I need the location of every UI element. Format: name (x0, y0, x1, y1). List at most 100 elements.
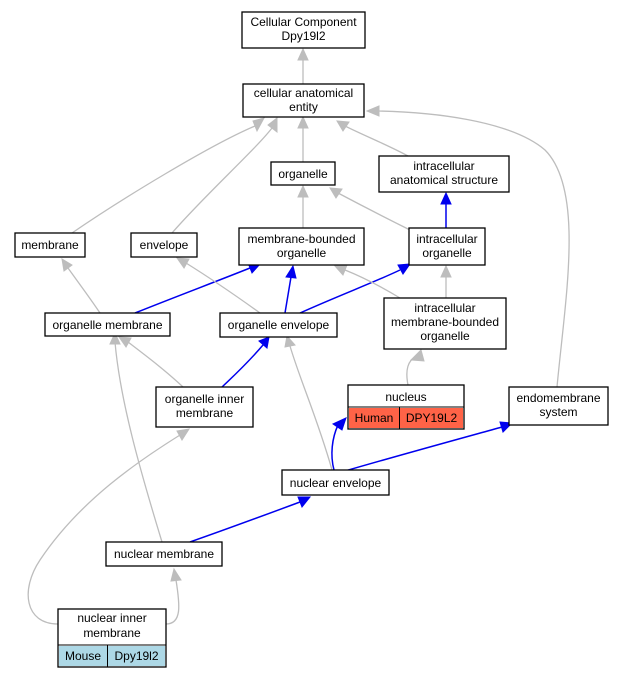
node-label: organelle inner (165, 392, 244, 406)
node-label: intracellular (416, 232, 477, 246)
edge-io-organelle (337, 192, 411, 231)
edge-ias-cae (344, 125, 409, 157)
edge-oim-om (127, 341, 184, 388)
arrow-mbo-organelle (297, 184, 309, 198)
nodes: Cellular Component Dpy19l2 cellular anat… (14, 11, 609, 668)
arrow-nim-nm (170, 567, 182, 582)
node-label: membrane (83, 626, 141, 640)
node-label: membrane-bounded (391, 315, 499, 329)
edge-oe-mbo (284, 276, 292, 314)
node-label: system (539, 405, 577, 419)
edges (27, 47, 570, 625)
node-label: organelle (422, 246, 472, 260)
node-nuclear-inner-membrane[interactable]: nuclear inner membrane Mouse Dpy19l2 (57, 608, 167, 668)
node-nuclear-envelope[interactable]: nuclear envelope (281, 469, 390, 496)
arrow-nucleus-imbo (409, 349, 425, 362)
annotation-gene-cell (108, 646, 165, 666)
node-label: organelle (278, 167, 328, 181)
annotation-gene: DPY19L2 (406, 411, 458, 425)
node-cellular-anatomical-entity[interactable]: cellular anatomical entity (242, 83, 365, 118)
arrow-io-organelle (329, 187, 343, 199)
edge-om-membrane (67, 267, 101, 314)
arrow-oe-io (397, 263, 412, 275)
arrow-cae-root (297, 47, 309, 61)
annotation-gene-cell (400, 408, 463, 428)
arrow-oim-om (117, 336, 132, 348)
node-label: organelle (420, 329, 470, 343)
edge-nim-nm (165, 579, 180, 625)
arrow-nim-oim (176, 428, 191, 441)
edge-ne-ems (344, 426, 503, 472)
annotation-species: Human (355, 411, 394, 425)
edge-nm-om (114, 341, 163, 543)
arrow-nm-om (109, 331, 121, 345)
node-organelle-envelope[interactable]: organelle envelope (219, 312, 338, 338)
node-organelle[interactable]: organelle (270, 161, 336, 186)
node-label: intracellular (414, 301, 475, 315)
node-label: cellular anatomical (254, 86, 353, 100)
node-label: intracellular (413, 159, 474, 173)
node-label: anatomical structure (390, 173, 498, 187)
node-organelle-membrane[interactable]: organelle membrane (44, 312, 171, 337)
annotation-species: Mouse (65, 649, 101, 663)
edge-oe-envelope (185, 262, 261, 314)
arrow-nm-ne (297, 496, 312, 508)
arrow-imbo-mbo (333, 264, 348, 276)
annotation-species-cell (59, 646, 107, 666)
arrow-oe-mbo (285, 264, 297, 279)
arrow-ne-oe (284, 334, 296, 348)
node-membrane[interactable]: membrane (14, 232, 86, 258)
edge-ne-nucleus (331, 424, 339, 471)
edge-imbo-mbo (344, 269, 401, 299)
edge-nim-oim (27, 434, 181, 625)
node-label: organelle membrane (52, 318, 162, 332)
node-envelope[interactable]: envelope (130, 232, 198, 258)
node-nuclear-membrane[interactable]: nuclear membrane (105, 541, 223, 567)
node-label: membrane (176, 406, 234, 420)
node-membrane-bounded-organelle[interactable]: membrane-bounded organelle (238, 227, 365, 266)
arrow-ems-cae (365, 105, 380, 117)
arrow-organelle-cae (297, 115, 309, 129)
arrow-envelope-cae (267, 116, 278, 134)
edge-envelope-cae (171, 127, 273, 234)
node-label: organelle envelope (228, 318, 330, 332)
node-label: envelope (140, 238, 189, 252)
edge-oim-oe (221, 344, 264, 388)
arrow-imbo-io (440, 264, 452, 278)
arrow-oim-oe (258, 336, 270, 349)
node-cellular-component-dpy19l2[interactable]: Cellular Component Dpy19l2 (241, 11, 366, 49)
node-label: nuclear envelope (290, 476, 382, 490)
node-organelle-inner-membrane[interactable]: organelle inner membrane (155, 386, 254, 428)
node-label: nuclear inner (77, 611, 146, 625)
edge-nm-ne (189, 501, 301, 543)
arrow-om-membrane (61, 258, 73, 272)
arrow-oe-envelope (175, 257, 190, 269)
arrow-io-ias (440, 191, 452, 205)
node-intracellular-membrane-bounded-organelle[interactable]: intracellular membrane-bounded organelle (383, 297, 507, 350)
edge-ne-oe (289, 345, 333, 471)
node-endomembrane-system[interactable]: endomembrane system (508, 386, 609, 426)
node-label: entity (289, 100, 318, 114)
node-label: Cellular Component (250, 15, 357, 29)
node-label: membrane-bounded (247, 232, 355, 246)
arrow-ias-cae (336, 120, 350, 132)
arrow-ne-nucleus (331, 417, 347, 431)
arrow-membrane-cae (252, 117, 265, 133)
node-label: nucleus (385, 390, 426, 404)
node-label: endomembrane (516, 391, 600, 405)
edge-ems-cae (377, 110, 570, 388)
node-label: organelle (277, 246, 327, 260)
node-label: membrane (21, 238, 79, 252)
edge-om-mbo (134, 267, 251, 314)
node-intracellular-organelle[interactable]: intracellular organelle (408, 227, 486, 266)
edge-oe-io (299, 269, 401, 314)
node-nucleus[interactable]: nucleus Human DPY19L2 (347, 384, 465, 430)
annotation-gene: Dpy19l2 (114, 649, 158, 663)
edge-nucleus-imbo (406, 356, 417, 386)
node-label: Dpy19l2 (281, 29, 325, 43)
node-label: nuclear membrane (114, 547, 214, 561)
annotation-species-cell (349, 408, 399, 428)
edge-membrane-cae (71, 125, 256, 234)
node-intracellular-anatomical-structure[interactable]: intracellular anatomical structure (378, 155, 510, 193)
